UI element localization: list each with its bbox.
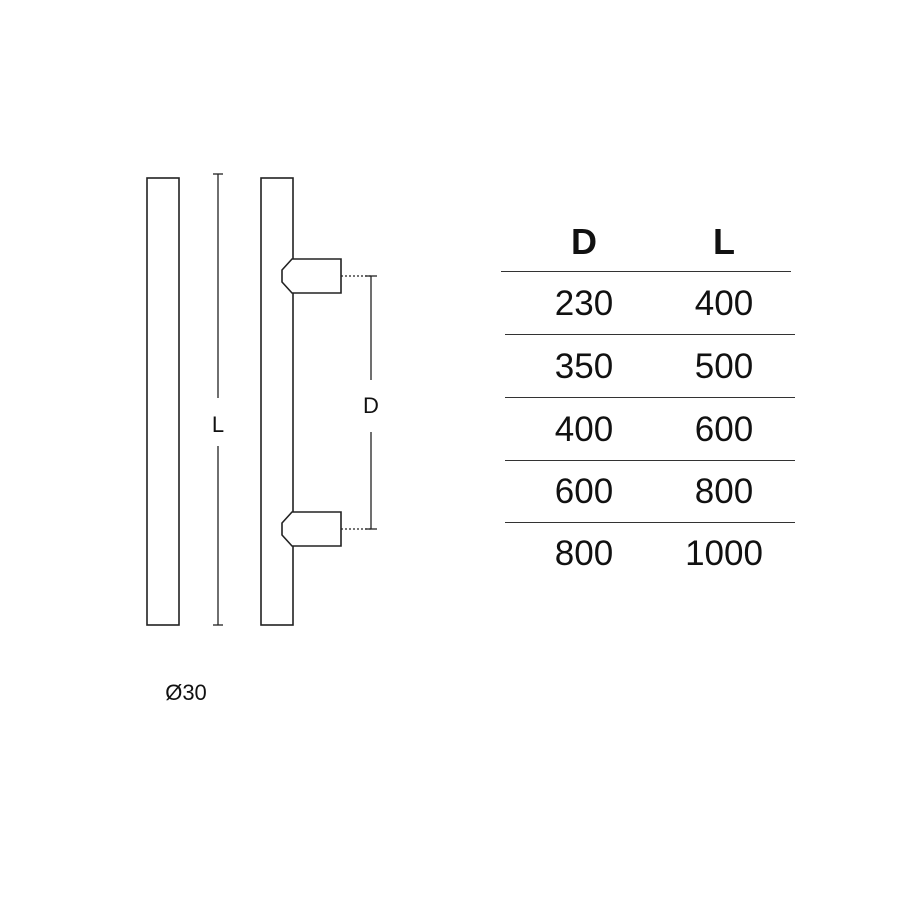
diameter-label: Ø30 bbox=[165, 680, 207, 705]
header-d: D bbox=[571, 221, 597, 262]
cell-l: 600 bbox=[694, 410, 754, 449]
cell-d: 400 bbox=[554, 410, 614, 449]
distance-dimension-line bbox=[341, 275, 377, 530]
cell-l: 800 bbox=[694, 472, 754, 511]
header-l: L bbox=[713, 221, 735, 262]
divider bbox=[505, 522, 795, 523]
cell-l: 1000 bbox=[685, 534, 763, 573]
cell-d: 800 bbox=[554, 534, 614, 573]
cell-d: 230 bbox=[554, 284, 614, 323]
divider bbox=[505, 397, 795, 398]
handle-bar-side-view bbox=[260, 177, 294, 626]
standoff-top bbox=[281, 258, 342, 294]
length-dimension-line bbox=[213, 173, 223, 626]
divider bbox=[501, 271, 791, 272]
divider bbox=[505, 334, 795, 335]
divider bbox=[505, 460, 795, 461]
length-label: L bbox=[211, 412, 225, 437]
distance-label: D bbox=[363, 393, 379, 418]
cell-l: 500 bbox=[694, 347, 754, 386]
cell-d: 600 bbox=[554, 472, 614, 511]
handle-bar-front-view bbox=[146, 177, 180, 626]
cell-d: 350 bbox=[554, 347, 614, 386]
cell-l: 400 bbox=[694, 284, 754, 323]
standoff-bottom bbox=[281, 511, 342, 547]
